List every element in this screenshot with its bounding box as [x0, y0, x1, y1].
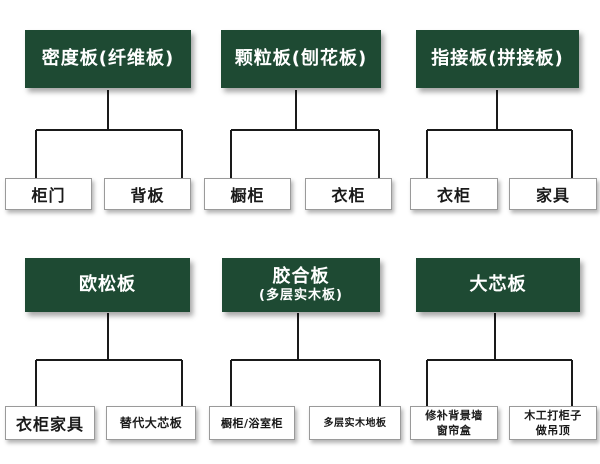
group-3-leaf-1: 衣柜 — [410, 178, 498, 210]
group-2-leaf-1: 橱柜 — [204, 178, 291, 210]
group-3-leaf-2: 家具 — [509, 178, 597, 210]
group-2-header: 颗粒板(刨花板) — [221, 30, 381, 88]
group-3-title: 指接板(拼接板) — [431, 48, 564, 69]
group-4-leaf-1: 衣柜家具 — [5, 406, 95, 440]
group-4-leaf-2: 替代大芯板 — [106, 406, 196, 440]
group-1-header: 密度板(纤维板) — [25, 30, 191, 88]
group-4-title: 欧松板 — [79, 274, 136, 295]
group-1-title: 密度板(纤维板) — [41, 48, 175, 69]
group-5-subtitle: (多层实木板) — [259, 288, 343, 303]
group-2-leaf-2: 衣柜 — [305, 178, 392, 210]
group-6-leaf-2: 木工打柜子 做吊顶 — [509, 406, 597, 440]
group-6-title: 大芯板 — [469, 274, 527, 295]
group-1-leaf-1: 柜门 — [5, 178, 92, 210]
group-1-leaf-2: 背板 — [104, 178, 191, 210]
group-4-header: 欧松板 — [25, 258, 190, 312]
group-3-header: 指接板(拼接板) — [416, 30, 579, 88]
group-5-header: 胶合板 (多层实木板) — [222, 258, 380, 312]
group-5-leaf-1: 橱柜/浴室柜 — [209, 406, 295, 440]
group-2-title: 颗粒板(刨花板) — [234, 48, 368, 69]
group-6-leaf-1: 修补背景墙 窗帘盒 — [410, 406, 498, 440]
group-5-title: 胶合板 — [272, 266, 330, 287]
group-6-header: 大芯板 — [416, 258, 580, 312]
group-5-leaf-2: 多层实木地板 — [309, 406, 401, 440]
